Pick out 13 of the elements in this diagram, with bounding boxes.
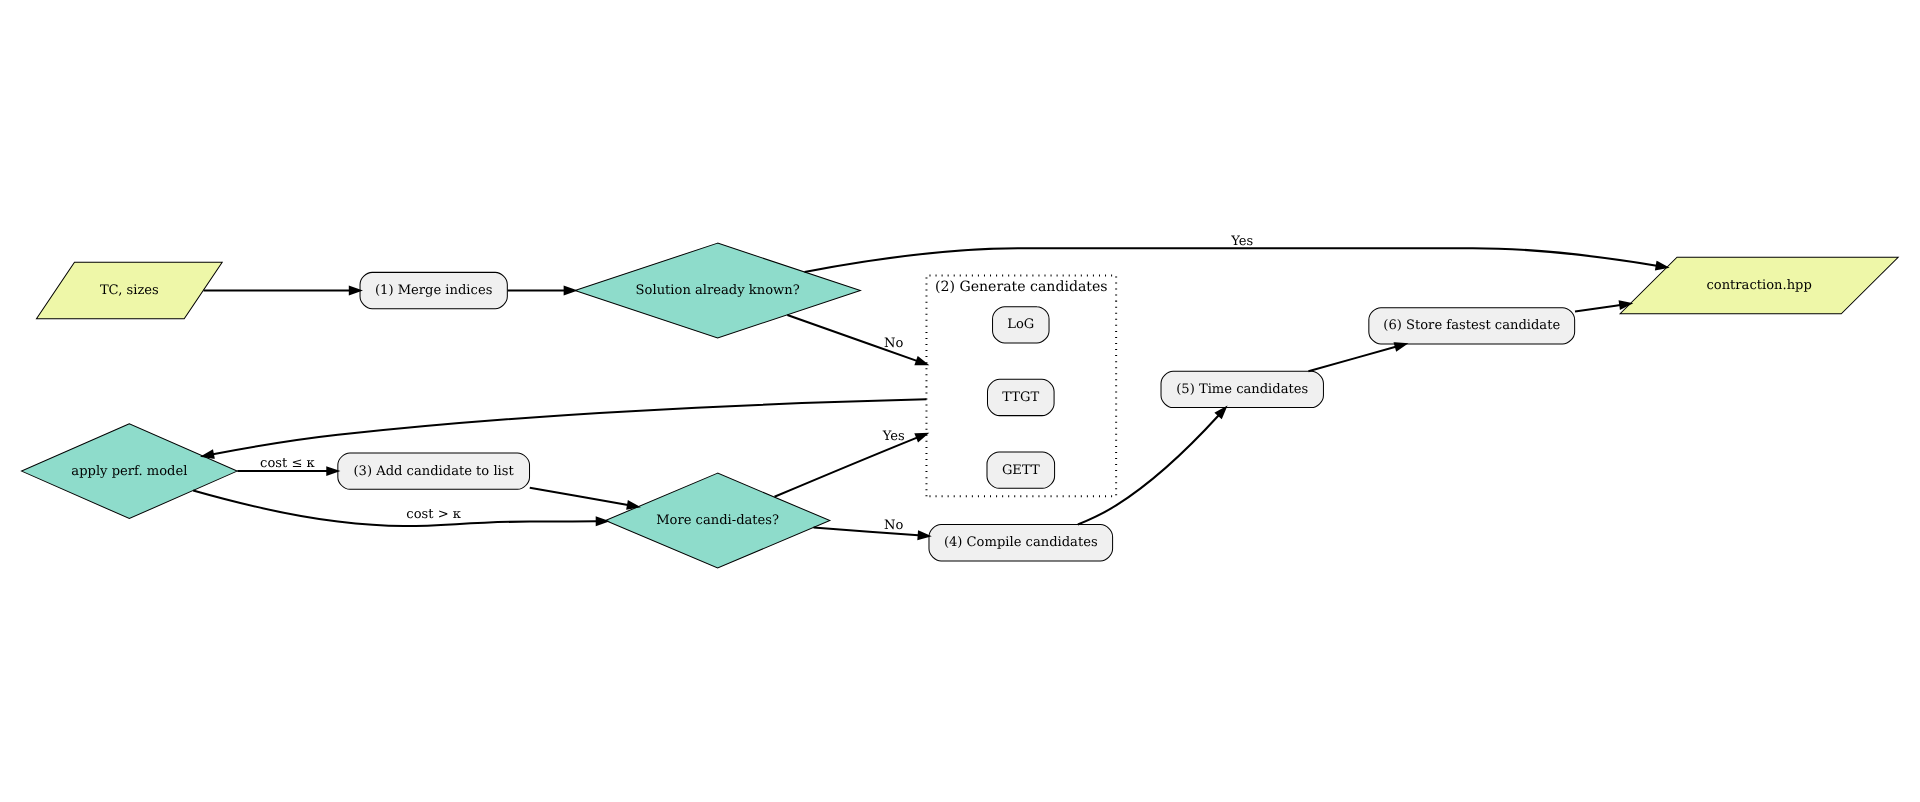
arrow <box>192 489 610 528</box>
arrow <box>507 285 578 296</box>
arrow <box>774 432 930 498</box>
arrow <box>1574 300 1634 313</box>
arrow <box>1308 342 1409 373</box>
arrow <box>787 314 930 366</box>
arrow <box>200 398 927 459</box>
arrow <box>804 247 1670 273</box>
arrow <box>203 285 363 296</box>
arrow <box>1077 405 1228 526</box>
arrow <box>237 466 341 477</box>
arrow <box>813 526 932 541</box>
arrow <box>529 486 641 510</box>
